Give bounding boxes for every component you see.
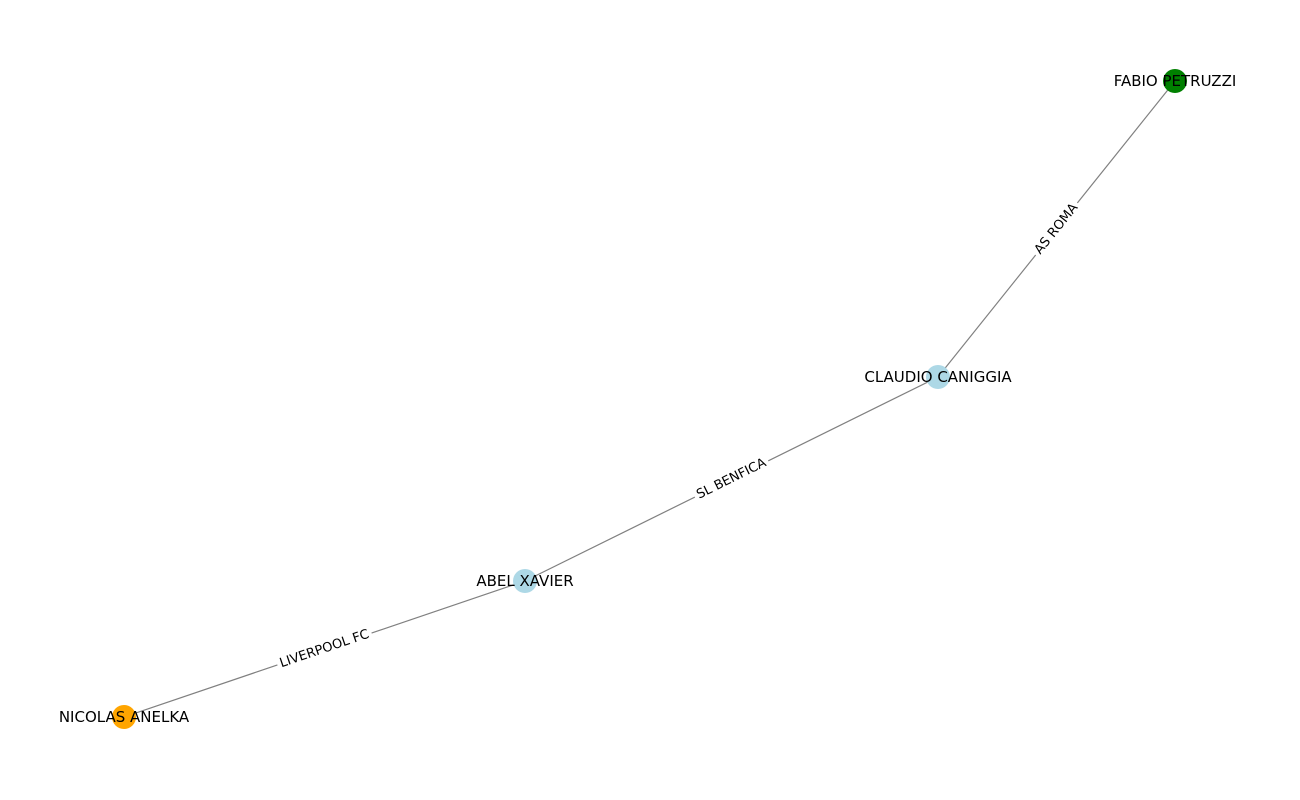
node-fabio xyxy=(1163,69,1187,93)
edge-label-claudio-fabio: AS ROMA xyxy=(1029,197,1085,261)
node-label-abel: ABEL XAVIER xyxy=(476,572,573,590)
edge-label-background xyxy=(274,624,375,674)
edge-label-nicolas-abel: LIVERPOOL FC xyxy=(274,624,375,674)
edge-label-abel-claudio: SL BENFICA xyxy=(691,453,773,505)
node-claudio xyxy=(926,365,950,389)
edge-label-text: AS ROMA xyxy=(1032,201,1082,258)
edge-labels-layer: AS ROMA SL BENFICA LIVERPOOL FC xyxy=(274,197,1085,674)
nodes-layer xyxy=(112,69,1187,729)
node-label-fabio: FABIO PETRUZZI xyxy=(1114,72,1237,90)
edges-layer xyxy=(123,80,1176,718)
edge-label-background xyxy=(691,453,773,505)
edge-label-text: LIVERPOOL FC xyxy=(278,627,371,671)
node-label-claudio: CLAUDIO CANIGGIA xyxy=(864,368,1012,386)
node-label-nicolas: NICOLAS ANELKA xyxy=(59,708,190,726)
edge-label-background xyxy=(1029,197,1085,261)
node-nicolas xyxy=(112,705,136,729)
edge-label-text: SL BENFICA xyxy=(694,455,769,502)
node-abel xyxy=(513,569,537,593)
node-labels-layer: FABIO PETRUZZI CLAUDIO CANIGGIA ABEL XAVIE… xyxy=(59,72,1236,726)
